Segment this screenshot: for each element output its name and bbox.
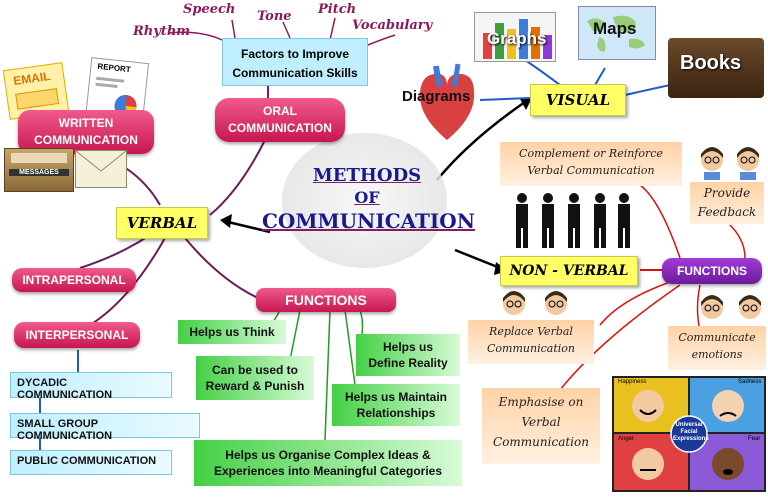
visual-node: VISUAL (530, 84, 626, 116)
factor-speech: Speech (183, 2, 236, 17)
complement-line-2: Verbal Communication (527, 164, 655, 178)
factor-tone: Tone (257, 9, 292, 24)
function-think-text: Helps us Think (189, 324, 275, 339)
factor-vocabulary: Vocabulary (352, 18, 433, 33)
avatar-replace-2 (540, 290, 572, 322)
title-line-2: OF (354, 188, 380, 207)
complement-reinforce-box: Complement or Reinforce Verbal Communica… (500, 142, 682, 186)
title-line-1: METHODS (312, 165, 422, 186)
oral-line-1: ORAL (263, 104, 297, 118)
emotion-anger-label: Anger (618, 436, 635, 442)
written-line-2: COMMUNICATION (34, 132, 138, 147)
emotions-line-1: Communicate (678, 331, 756, 344)
books-label: Books (680, 52, 742, 74)
dyadic-communication: DYCADIC COMMUNICATION (10, 372, 172, 401)
function-think: Helps us Think (178, 320, 286, 344)
factor-rhythm: Rhythm (133, 24, 191, 39)
graphs-label: Graphs (487, 29, 547, 48)
emphasise-line-3: Communication (493, 434, 589, 449)
function-organise-ideas: Helps us Organise Complex Ideas & Experi… (194, 440, 462, 486)
facial-expressions-image: Happiness Sadness Anger Fear Universal F… (612, 376, 766, 492)
small-group-communication: SMALL GROUP COMMUNICATION (10, 413, 200, 442)
emotions-center-line-2: Facial (680, 429, 698, 436)
public-communication: PUBLIC COMMUNICATION (10, 450, 172, 475)
function-define-reality: Helps us Define Reality (356, 334, 460, 376)
maps-label: Maps (593, 19, 637, 38)
function-maintain-relationships: Helps us Maintain Relationships (332, 384, 460, 426)
intrapersonal-ribbon: INTRAPERSONAL (12, 268, 136, 292)
function-maintain-line-1: Helps us Maintain (344, 389, 448, 404)
avatar-feedback-1 (696, 146, 728, 180)
feedback-line-2: Feedback (697, 204, 757, 219)
emphasise-verbal-box: Emphasise on Verbal Communication (482, 388, 600, 464)
replace-line-1: Replace Verbal (489, 325, 573, 338)
emphasise-line-2: Verbal (521, 414, 561, 429)
maps-image: Maps (578, 6, 656, 60)
function-define-line-1: Helps us (382, 339, 433, 354)
replace-verbal-box: Replace Verbal Communication (468, 320, 594, 364)
function-reward-line-1: Can be used to (211, 362, 298, 377)
emphasise-line-1: Emphasise on (498, 395, 584, 409)
title-line-3: COMMUNICATION (262, 209, 475, 233)
emotions-center-line-1: Universal (675, 422, 703, 428)
non-verbal-node: NON - VERBAL (500, 256, 638, 286)
factors-box: Factors to Improve Communication Skills (222, 38, 368, 86)
filing-cabinet-image: MESSAGES (4, 148, 74, 192)
written-line-1: WRITTEN (58, 116, 114, 130)
non-verbal-functions-ribbon: FUNCTIONS (662, 258, 762, 284)
avatar-emotions-2 (734, 294, 766, 326)
center-title-panel (282, 133, 447, 268)
emotions-center-label: Universal Facial Expressions (673, 422, 709, 444)
emotion-fear-label: Fear (748, 436, 761, 442)
emotion-happiness-label: Happiness (618, 379, 647, 385)
factors-line-1: Factors to Improve (240, 47, 350, 61)
verbal-node: VERBAL (116, 207, 208, 239)
communicate-emotions-box: Communicate emotions (668, 326, 766, 370)
emotion-sadness-label: Sadness (738, 379, 762, 385)
verbal-functions-ribbon: FUNCTIONS (256, 288, 396, 312)
avatar-feedback-2 (732, 146, 764, 180)
function-organise-line-1: Helps us Organise Complex Ideas & (225, 447, 431, 462)
center-title: METHODS OF COMMUNICATION (262, 165, 475, 233)
provide-feedback-box: Provide Feedback (690, 182, 764, 224)
function-maintain-line-2: Relationships (356, 406, 436, 420)
interpersonal-ribbon: INTERPERSONAL (14, 322, 140, 348)
feedback-line-1: Provide (703, 186, 751, 200)
oral-line-2: COMMUNICATION (228, 120, 332, 135)
heart-diagram-image: Diagrams (402, 60, 484, 144)
function-reward-line-2: Reward & Punish (205, 379, 305, 393)
avatar-emotions-1 (696, 294, 728, 326)
complement-line-1: Complement or Reinforce (519, 147, 663, 160)
oral-communication-ribbon: ORAL COMMUNICATION (215, 98, 345, 142)
emotions-center-line-3: Expressions (673, 436, 709, 443)
books-image: Books (668, 38, 764, 98)
graphs-image: Graphs (474, 12, 556, 62)
avatar-replace-1 (498, 290, 530, 322)
replace-line-2: Communication (487, 342, 575, 356)
function-define-line-2: Define Reality (368, 356, 448, 370)
emotions-line-2: emotions (691, 348, 743, 362)
function-organise-line-2: Experiences into Meaningful Categories (213, 464, 443, 478)
messages-label: MESSAGES (9, 169, 69, 176)
envelope-image (75, 150, 127, 188)
factor-pitch: Pitch (318, 2, 357, 17)
function-reward-punish: Can be used to Reward & Punish (196, 356, 314, 400)
gesturing-people-image (508, 190, 636, 250)
email-label: EMAIL (12, 68, 52, 88)
written-communication-ribbon: WRITTEN COMMUNICATION (18, 110, 154, 154)
diagrams-label: Diagrams (402, 88, 471, 105)
factors-line-2: Communication Skills (232, 66, 358, 81)
